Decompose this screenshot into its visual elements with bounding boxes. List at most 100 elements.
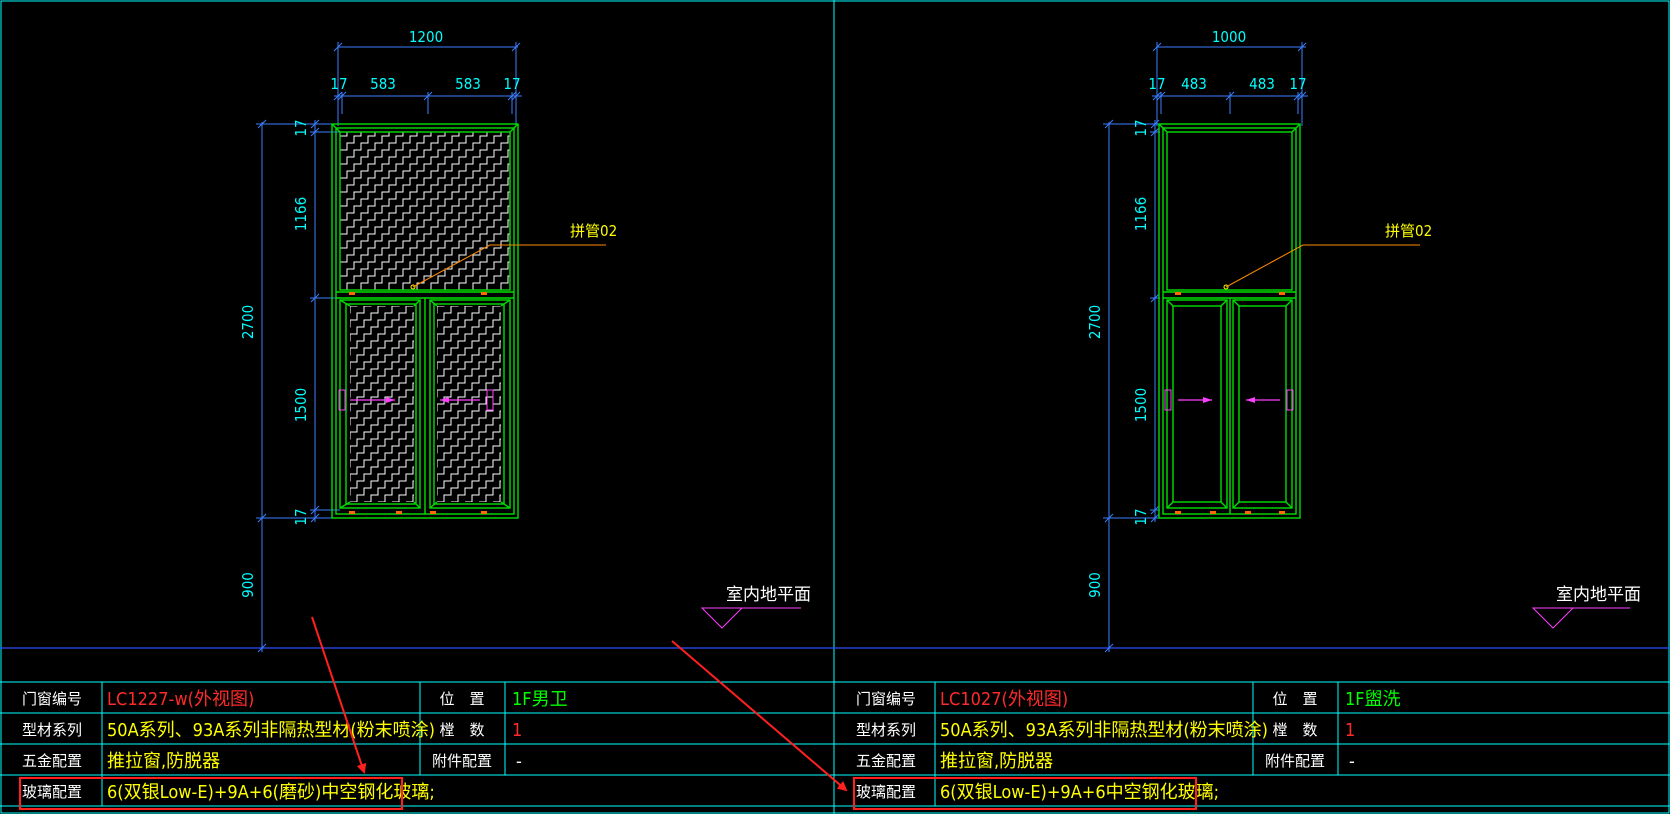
right-table-value-hardware: 推拉窗,防脱器 [940, 751, 1053, 772]
hatch-line [350, 306, 386, 342]
hatch-line [437, 306, 501, 370]
hatch-line [350, 396, 414, 468]
left-table-value-location: 1F男卫 [512, 689, 568, 710]
left-mullion-leader [410, 244, 606, 290]
hatch-line [437, 306, 487, 356]
left-table-value-code: LC1227-w(外视图) [107, 689, 254, 710]
hatch-line [350, 326, 414, 398]
hatch-line [424, 205, 510, 290]
hatch-line [340, 132, 432, 228]
right-sash-handles [1164, 389, 1294, 411]
right-dim-total-width: 1000 [1212, 28, 1246, 46]
left-dim-sub-width-3: 583 [455, 75, 481, 93]
left-table-value-hardware: 推拉窗,防脱器 [107, 751, 220, 772]
right-floor-label: 室内地平面 [1556, 585, 1641, 605]
hatch-line [437, 382, 501, 454]
hatch-line [340, 132, 404, 200]
left-frame-drain-marks [349, 292, 487, 514]
hatch-line [354, 135, 510, 290]
left-dim-total-width: 1200 [409, 28, 443, 46]
hatch-line [452, 233, 510, 290]
left-table-label-hardware: 五金配置 [22, 752, 82, 770]
right-table-value-profile: 50A系列、93A系列非隔热型材(粉末喷涂) [940, 720, 1268, 741]
hatch-line [227, 299, 430, 502]
hatch-line [437, 438, 501, 502]
right-table-value-code: LC1027(外视图) [940, 689, 1068, 710]
right-floor-marker [1531, 607, 1630, 629]
hatch-line [340, 132, 488, 284]
right-table-label-location: 位 置 [1272, 690, 1317, 708]
right-table-value-accessory: - [1349, 751, 1355, 772]
right-dim-sub-width-3: 483 [1249, 75, 1275, 93]
hatch-line [451, 452, 501, 502]
hatch-line [420, 488, 434, 502]
hatch-line [406, 494, 414, 502]
left-table-value-count: 1 [512, 720, 522, 741]
right-table-value-glass: 6(双银Low-E)+9A+6中空钢化玻璃; [940, 782, 1219, 803]
hatch-line [350, 340, 414, 412]
right-mullion-leader [1223, 244, 1420, 290]
left-glass-highlight-box [19, 777, 403, 810]
right-table-value-location: 1F盥洗 [1345, 689, 1401, 710]
left-dim-sub-height-2: 1166 [292, 197, 310, 231]
hatch-line [392, 480, 414, 502]
hatch-line [437, 368, 501, 440]
right-window-frame [1158, 123, 1301, 519]
hatch-line [340, 132, 376, 172]
hatch-line [350, 354, 414, 426]
right-dim-sub-height-1: 17 [1132, 119, 1150, 136]
right-table-label-count: 樘 数 [1272, 721, 1317, 739]
right-dim-sub-width-1: 17 [1148, 75, 1165, 93]
right-dim-sill-height: 900 [1086, 572, 1104, 598]
left-table-label-count: 樘 数 [439, 721, 484, 739]
hatch-line [437, 306, 473, 342]
left-dim-sub-height-1: 17 [292, 119, 310, 136]
right-table-label-glass: 玻璃配置 [856, 783, 916, 801]
right-table-label-code: 门窗编号 [856, 690, 916, 708]
hatch-line [466, 247, 510, 290]
left-spec-table: 门窗编号 LC1227-w(外视图) 位 置 1F男卫 型材系列 50A系列、9… [0, 681, 834, 810]
right-window-elevation: 1000 17 483 483 17 2700 17 1166 1500 17 … [1086, 28, 1641, 653]
left-table-value-accessory: - [516, 751, 522, 772]
right-frame-drain-marks [1175, 292, 1285, 514]
right-glass-highlight-box [853, 777, 1197, 810]
left-dim-total-height: 2700 [239, 305, 257, 339]
hatch-line [438, 219, 510, 290]
hatch-line [522, 283, 529, 290]
hatch-line [340, 132, 418, 214]
hatch-line [364, 452, 414, 502]
right-table-label-accessory: 附件配置 [1265, 752, 1325, 770]
left-sash-handles [338, 389, 494, 411]
hatch-line [494, 275, 510, 290]
right-dim-sub-height-4: 17 [1132, 508, 1150, 525]
hatch-line [340, 132, 460, 256]
hatch-line [340, 132, 474, 270]
left-window-frame [331, 123, 519, 519]
annotation-arrow-left [311, 616, 367, 774]
hatch-line [144, 122, 312, 290]
right-table-label-profile: 型材系列 [856, 721, 916, 739]
hatch-line [437, 312, 501, 384]
hatch-line [340, 132, 446, 242]
hatch-line [350, 410, 414, 482]
left-floor-marker [700, 607, 801, 629]
hatch-line [410, 191, 510, 290]
left-width-dimensions [333, 42, 522, 126]
left-height-dimensions [256, 119, 340, 653]
left-table-label-glass: 玻璃配置 [22, 783, 82, 801]
hatch-line [382, 163, 510, 290]
hatch-line [340, 132, 502, 290]
left-table-label-location: 位 置 [439, 690, 484, 708]
hatch-line [350, 438, 414, 502]
right-spec-table: 门窗编号 LC1027(外视图) 位 置 1F盥洗 型材系列 50A系列、93A… [834, 681, 1670, 810]
left-dim-sub-height-4: 17 [292, 508, 310, 525]
hatch-line [378, 466, 414, 502]
hatch-line [350, 306, 400, 356]
right-table-label-hardware: 五金配置 [856, 752, 916, 770]
hatch-line [437, 326, 501, 398]
hatch-line [465, 466, 501, 502]
right-width-dimensions [1152, 42, 1308, 126]
left-floor-label: 室内地平面 [726, 585, 811, 605]
left-table-label-profile: 型材系列 [22, 721, 82, 739]
